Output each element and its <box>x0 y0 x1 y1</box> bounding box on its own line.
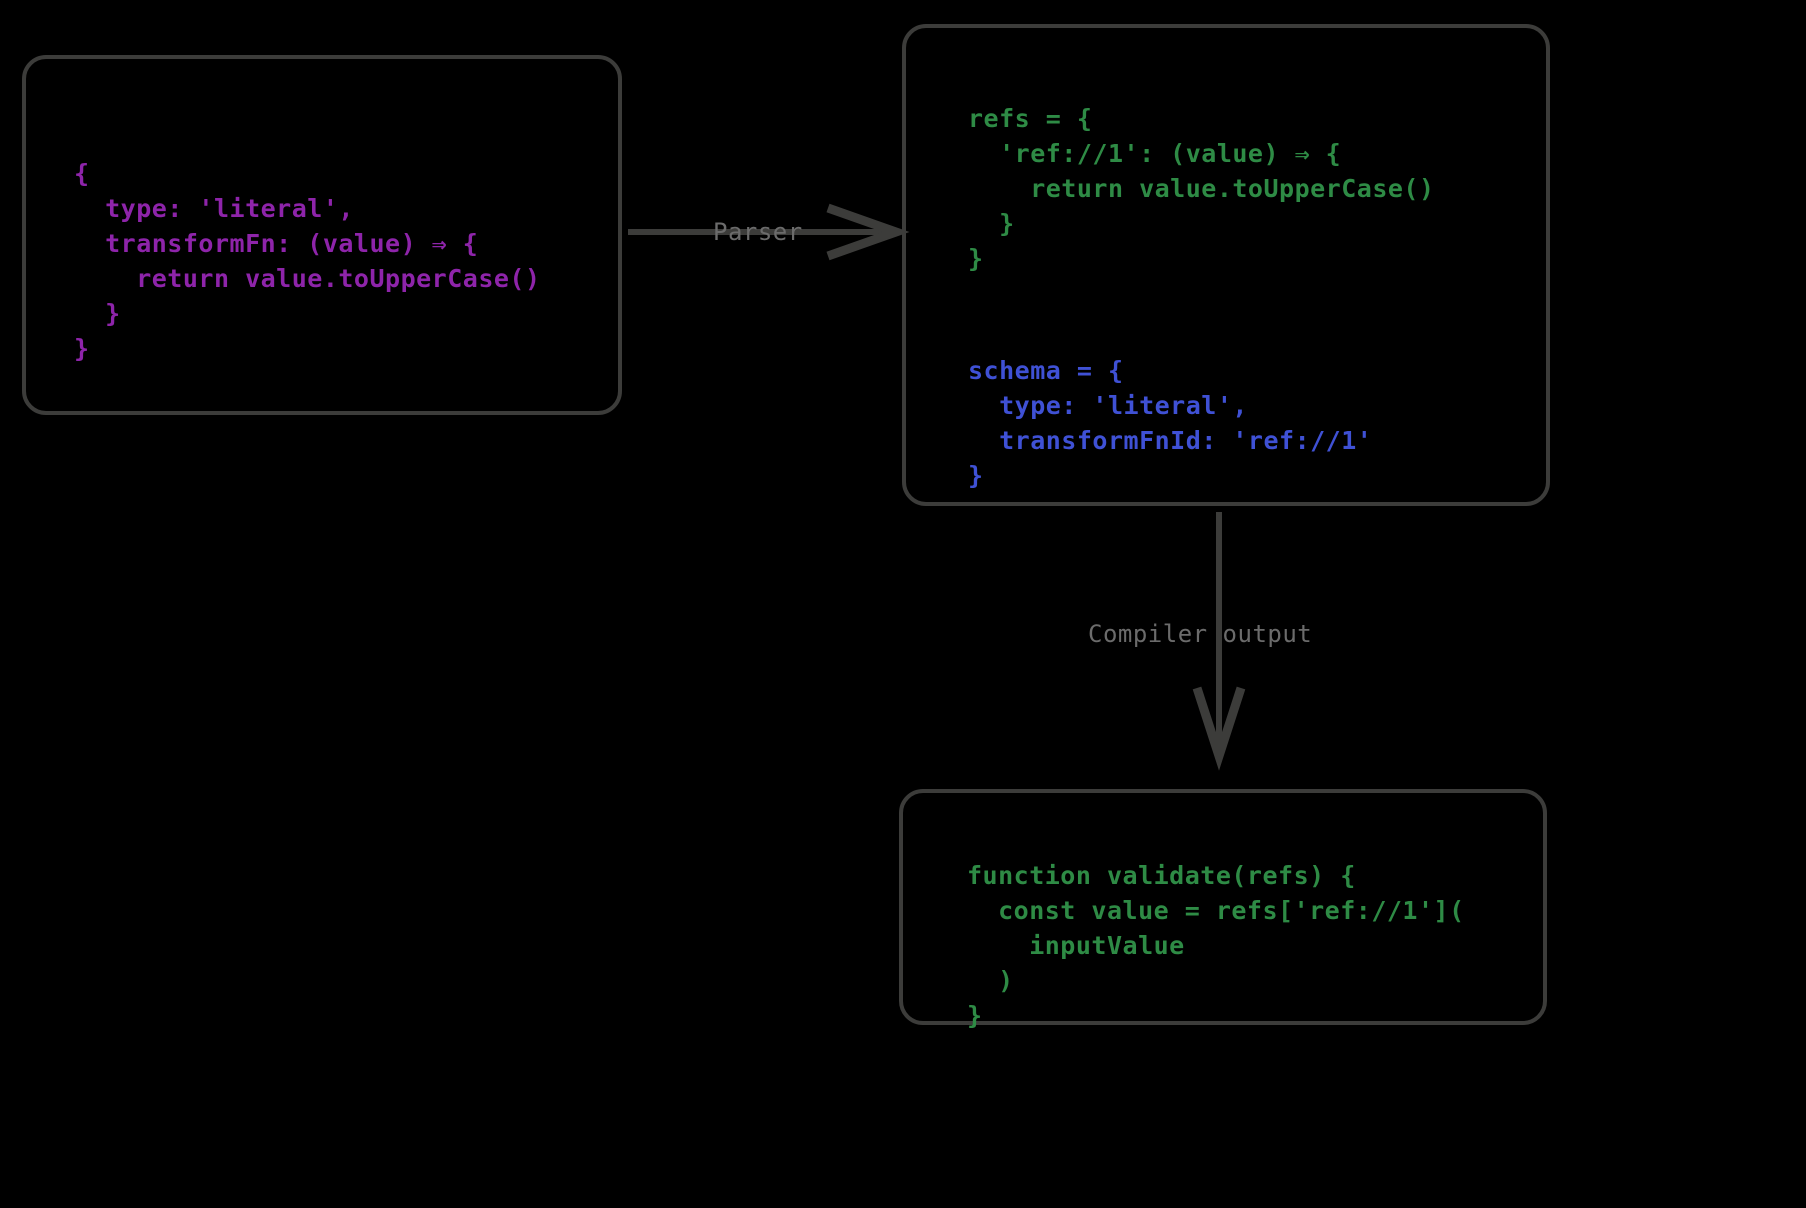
source-schema-code: { type: 'literal', transformFn: (value) … <box>74 159 541 363</box>
edge-label-parser: Parser <box>713 218 803 246</box>
parsed-refs-code: refs = { 'ref://1': (value) ⇒ { return v… <box>968 104 1435 273</box>
source-schema-node[interactable]: { type: 'literal', transformFn: (value) … <box>22 55 622 415</box>
compiled-validator-code: function validate(refs) { const value = … <box>967 861 1465 1030</box>
compiled-validator-node[interactable]: function validate(refs) { const value = … <box>899 789 1547 1030</box>
edge-label-compiler-output: Compiler output <box>1088 620 1313 648</box>
parsed-output-node[interactable]: refs = { 'ref://1': (value) ⇒ { return v… <box>902 24 1550 506</box>
parsed-schema-code: schema = { type: 'literal', transformFnI… <box>968 356 1373 490</box>
